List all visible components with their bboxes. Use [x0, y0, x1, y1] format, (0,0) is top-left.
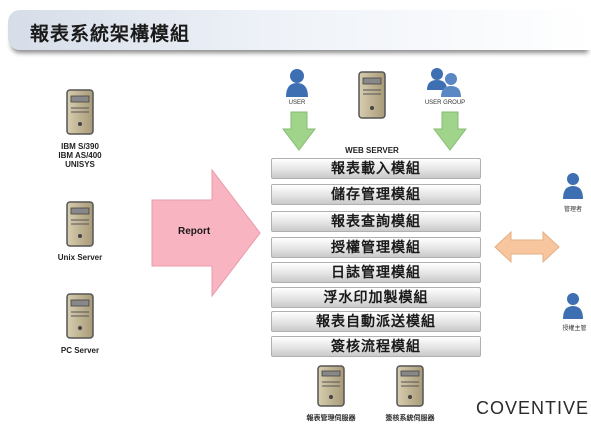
report-management-server-icon	[317, 365, 345, 407]
module-approval-workflow: 簽核流程模組	[271, 336, 481, 357]
authorizing-supervisor-label: 授權主管	[562, 326, 587, 332]
user-icon	[286, 69, 308, 97]
unix-server-icon	[66, 201, 94, 247]
pc-server-icon	[66, 293, 94, 339]
module-authorization-management: 授權管理模組	[271, 237, 481, 258]
approval-system-server-icon	[396, 365, 424, 407]
module-report-query: 報表查詢模組	[271, 211, 481, 232]
page-title: 報表系統架構模組	[30, 24, 191, 45]
company-logo: COVENTIVE	[476, 398, 590, 418]
module-watermark: 浮水印加製模組	[271, 287, 481, 308]
report-arrow-label: Report	[178, 226, 211, 237]
report-management-server-label: 報表管理伺服器	[306, 415, 356, 422]
user-down-arrow	[282, 111, 316, 151]
administrator-icon	[563, 173, 583, 199]
web-server-label: WEB SERVER	[345, 146, 399, 155]
web-server-icon	[358, 71, 386, 119]
report-arrow	[151, 168, 261, 298]
approval-system-server-label: 簽核系統伺服器	[385, 415, 435, 422]
user-label: USER	[288, 100, 306, 106]
user-group-label: USER GROUP	[424, 100, 466, 106]
mainframe-server-icon	[66, 89, 94, 135]
module-report-load: 報表載入模組	[271, 158, 481, 179]
bidirectional-arrow	[494, 230, 560, 264]
mainframe-server-label: IBM S/390 IBM AS/400 UNISYS	[58, 142, 102, 169]
administrator-label: 管理者	[563, 207, 582, 213]
module-log-management: 日誌管理模組	[271, 262, 481, 283]
authorizing-supervisor-icon	[563, 293, 583, 319]
unix-server-label: Unix Server	[57, 253, 103, 262]
module-auto-dispatch: 報表自動派送模組	[271, 311, 481, 332]
pc-server-label: PC Server	[60, 346, 100, 355]
user-group-icon	[427, 68, 461, 97]
user-group-down-arrow	[433, 111, 467, 151]
title-bar: 報表系統架構模組	[8, 10, 591, 50]
module-storage-management: 儲存管理模組	[271, 184, 481, 205]
